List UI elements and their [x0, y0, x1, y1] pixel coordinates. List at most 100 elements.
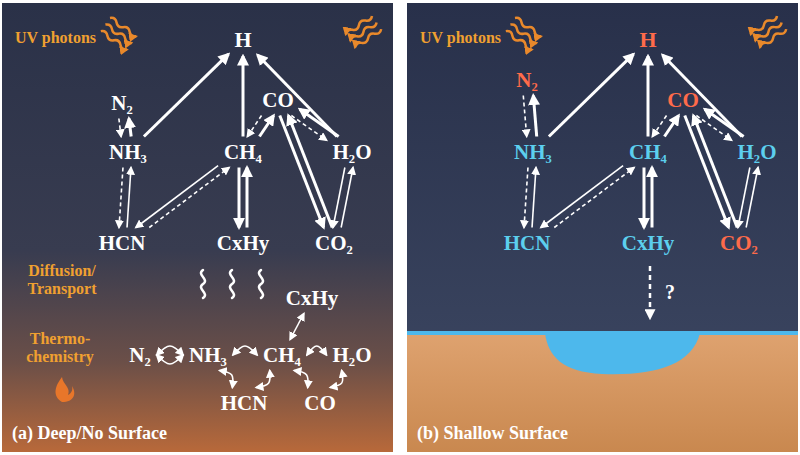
annotation-label: Diffusion/ Transport: [27, 262, 96, 297]
squiggle: [201, 270, 205, 298]
reaction-arrow: [307, 346, 327, 355]
reaction-arrow: [693, 116, 737, 228]
reaction-arrow: [532, 168, 536, 228]
reaction-arrow: [259, 116, 273, 137]
species-label: NH₃: [514, 140, 552, 164]
species-label: CxHy: [217, 231, 270, 255]
label-box: UV photons: [8, 29, 103, 47]
reaction-arrow: [664, 116, 678, 137]
annotation-label: UV photons: [15, 29, 96, 46]
species-node: H: [637, 28, 658, 52]
species-label: N₂: [516, 68, 537, 92]
species-label: CO₂: [720, 231, 758, 255]
species-label: CO: [262, 88, 294, 112]
species-label: CH₄: [629, 140, 667, 164]
diffusion-squiggles: [201, 270, 263, 298]
species-label: HCN: [221, 391, 268, 415]
reaction-arrow: [246, 168, 249, 228]
panel: (b) Shallow SurfaceHN₂CONH₃CH₄H₂OHCNCxHy…: [407, 3, 798, 452]
reaction-arrow: [341, 168, 353, 228]
reaction-arrow: [533, 96, 536, 137]
reaction-arrow: [119, 119, 121, 137]
reaction-arrow: [258, 55, 337, 137]
uv-arrow: [100, 29, 129, 51]
species-label: NH₃: [109, 140, 147, 164]
uv-arrow: [505, 29, 534, 51]
reaction-arrow: [746, 168, 758, 228]
species-node: CH₄: [627, 141, 669, 164]
species-label: N₂: [111, 91, 132, 115]
reaction-arrow: [330, 371, 343, 388]
species-label: CH₄: [263, 343, 301, 367]
panel-title: (a) Deep/No Surface: [12, 423, 167, 444]
species-node: CH₄: [222, 141, 264, 164]
species-label: CxHy: [286, 286, 339, 310]
species-node: CxHy: [215, 232, 272, 255]
species-node: HCN: [219, 392, 270, 415]
species-label: CH₄: [224, 140, 262, 164]
species-node: H₂O: [331, 344, 374, 367]
species-node: CO₂: [313, 232, 355, 255]
uv-arrow: [759, 27, 788, 49]
reaction-arrow: [256, 371, 270, 388]
reaction-arrow: [294, 371, 308, 388]
annotation-label: Thermo- chemistry: [26, 330, 94, 365]
species-label: CO₂: [315, 231, 353, 255]
label-box: UV photons: [413, 29, 508, 47]
species-label: CxHy: [622, 231, 675, 255]
uv-arrow: [354, 27, 383, 49]
label-box: Thermo- chemistry: [18, 330, 102, 365]
reaction-arrow: [149, 168, 229, 228]
reaction-arrow: [549, 54, 634, 136]
uv-arrow: [750, 14, 779, 36]
reaction-arrow: [652, 116, 666, 137]
label-box: ?: [660, 281, 680, 303]
species-node: CO: [260, 89, 296, 112]
reaction-arrow: [220, 371, 233, 388]
species-node: CH₄: [261, 344, 303, 367]
reaction-arrow: [119, 168, 123, 228]
species-label: H₂O: [333, 140, 372, 164]
species-node: CO: [665, 89, 701, 112]
deposition-arrow: [649, 266, 652, 318]
reaction-arrow: [647, 56, 650, 137]
reaction-arrow: [524, 168, 528, 228]
uv-arrow: [345, 14, 374, 36]
species-node: CxHy: [284, 287, 341, 310]
flame-icon: [56, 377, 75, 402]
species-node: CO₂: [718, 232, 760, 255]
annotation-label: ?: [665, 281, 675, 303]
water-pool: [545, 333, 700, 374]
reaction-arrow: [290, 314, 304, 340]
species-label: HCN: [504, 231, 551, 255]
reaction-arrow: [144, 54, 229, 136]
reaction-arrow: [663, 55, 742, 137]
reaction-arrow: [288, 116, 332, 228]
squiggle: [259, 270, 263, 298]
reaction-arrow: [157, 355, 183, 364]
uv-arrow: [754, 21, 783, 43]
species-label: CO: [304, 391, 336, 415]
species-node: CO: [302, 392, 338, 415]
species-node: N₂: [514, 69, 539, 92]
species-label: H: [639, 27, 656, 52]
panel: (a) Deep/No SurfaceHN₂CONH₃CH₄H₂OHCNCxHy…: [2, 3, 393, 452]
species-node: N₂: [109, 92, 134, 115]
reaction-arrow: [300, 109, 339, 136]
reaction-arrow: [541, 166, 623, 228]
reaction-arrow: [643, 168, 646, 228]
species-node: N₂: [127, 344, 152, 367]
species-node: HCN: [502, 232, 553, 255]
species-node: NH₃: [512, 141, 554, 164]
reaction-arrow: [242, 56, 245, 137]
reaction-arrow: [238, 168, 241, 228]
species-node: H₂O: [331, 141, 374, 164]
panel-a-ground: [2, 3, 393, 452]
panel-title: (b) Shallow Surface: [417, 423, 568, 444]
reaction-arrow: [233, 346, 257, 355]
uv-arrows: [100, 14, 788, 51]
species-label: CO: [667, 88, 699, 112]
